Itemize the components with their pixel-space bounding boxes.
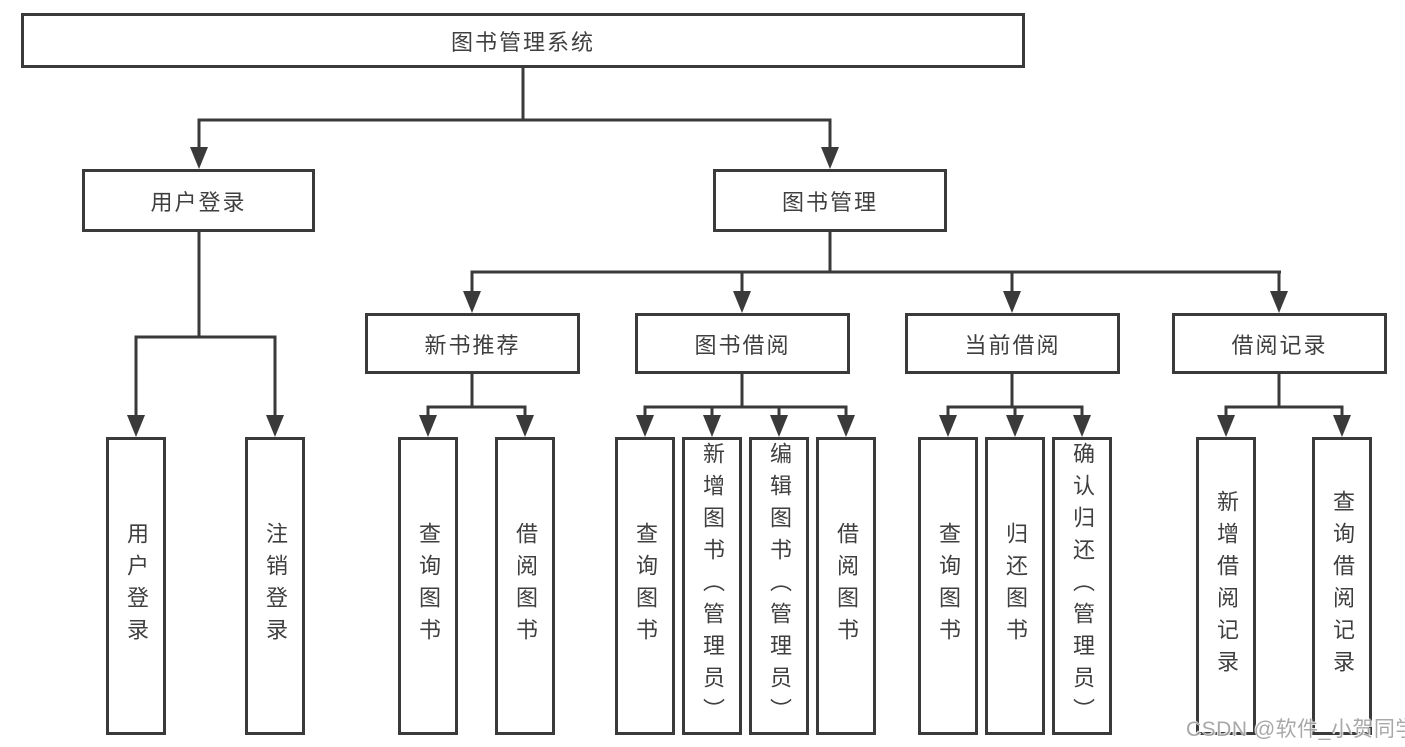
leaf-borrow-books-recommend: 借阅图书	[495, 437, 555, 735]
leaf-logout: 注销登录	[245, 437, 305, 735]
leaf-borrow-books: 借阅图书	[816, 437, 876, 735]
connector-book-management-children	[463, 232, 1288, 313]
node-book-borrow: 图书借阅	[635, 313, 850, 374]
connector-current-borrow-children	[939, 374, 1091, 437]
node-current-borrow: 当前借阅	[905, 313, 1120, 374]
connector-root-to-level1	[190, 68, 839, 169]
leaf-query-books-borrow: 查询图书	[615, 437, 675, 735]
leaf-add-borrow-record: 新增借阅记录	[1196, 437, 1256, 735]
node-book-management: 图书管理	[713, 169, 947, 232]
leaf-user-login: 用户登录	[106, 437, 166, 735]
connector-user-login-children	[127, 232, 284, 437]
connector-new-book-children	[419, 374, 534, 437]
node-borrow-records: 借阅记录	[1172, 313, 1387, 374]
node-user-login: 用户登录	[82, 169, 315, 232]
node-new-book-recommend: 新书推荐	[365, 313, 580, 374]
leaf-return-book: 归还图书	[985, 437, 1045, 735]
node-library-system: 图书管理系统	[21, 13, 1025, 68]
leaf-query-books-current: 查询图书	[918, 437, 978, 735]
connector-book-borrow-children	[636, 374, 855, 437]
leaf-confirm-return-admin: 确认归还（管理员）	[1052, 437, 1112, 735]
leaf-query-books-recommend: 查询图书	[398, 437, 458, 735]
watermark: CSDN @软件_小贺同学	[1186, 718, 1405, 741]
leaf-add-book-admin: 新增图书（管理员）	[682, 437, 742, 735]
leaf-edit-book-admin: 编辑图书（管理员）	[749, 437, 809, 735]
leaf-query-borrow-record: 查询借阅记录	[1312, 437, 1372, 735]
connector-borrow-records-children	[1217, 374, 1351, 437]
